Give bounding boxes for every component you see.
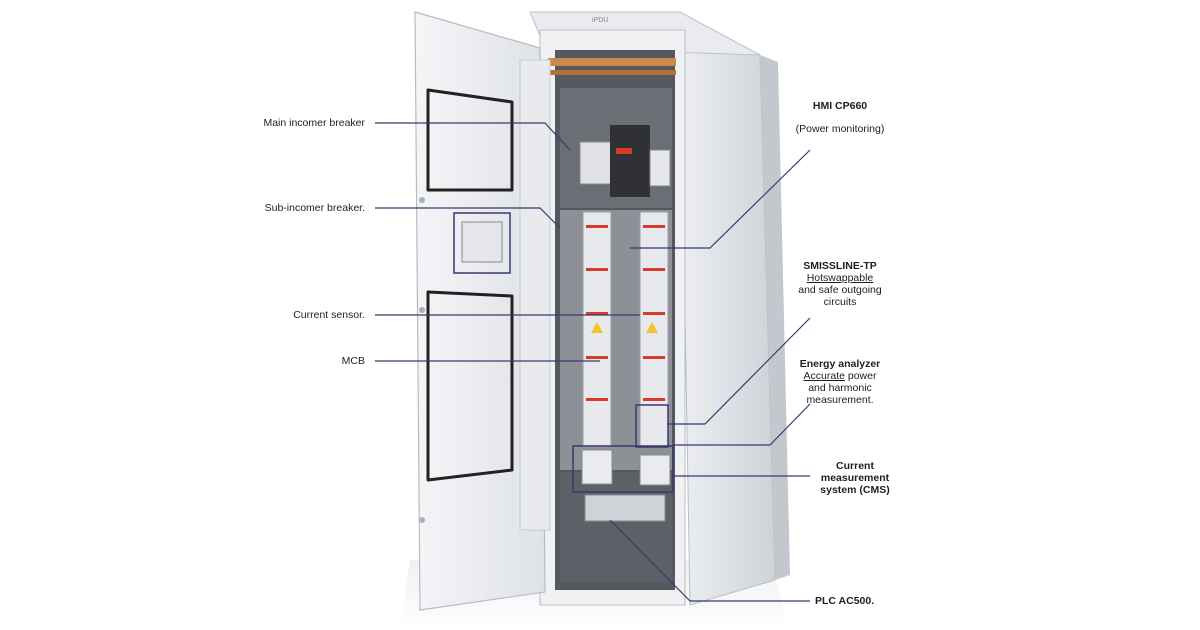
label-cms-line2: measurement	[820, 472, 890, 484]
top-components	[579, 125, 671, 197]
label-mcb: MCB	[341, 355, 365, 367]
bottom-components	[581, 449, 671, 522]
label-sub-incomer-breaker: Sub-incomer breaker.	[264, 202, 365, 214]
current-sensor-device	[453, 212, 511, 274]
label-cms-line3: system (CMS)	[820, 484, 890, 496]
highlight-boxes	[572, 404, 674, 493]
label-current-sensor: Current sensor.	[293, 309, 365, 321]
label-hmi-title: HMI CP660	[812, 100, 868, 112]
label-energy-title: Energy analyzer	[799, 358, 881, 370]
label-energy-power: power	[844, 370, 877, 382]
label-plc: PLC AC500.	[815, 595, 875, 607]
mcb-stack-left	[582, 211, 612, 448]
label-smissline-title: SMISSLINE-TP	[803, 260, 877, 272]
label-smissline-line2: and safe outgoing	[798, 284, 882, 296]
label-energy-accurate: Accurate	[803, 370, 845, 382]
label-energy-line2: Accurate power	[780, 370, 900, 383]
label-smissline-line3: circuits	[823, 296, 857, 308]
copper-busbar	[548, 58, 676, 75]
cabinet-side-panel	[679, 21, 790, 606]
brand-mark: iPDU	[592, 17, 609, 24]
label-cms-line1: Current	[836, 460, 874, 472]
cabinet-door	[414, 11, 551, 611]
mcb-stack-right	[639, 211, 669, 448]
label-main-incomer-breaker: Main incomer breaker	[263, 117, 365, 129]
leader-lines	[375, 122, 811, 602]
label-smissline-hotswappable: Hotswappable	[806, 272, 874, 284]
label-energy-line3: and harmonic	[808, 382, 872, 394]
label-energy-line4: measurement.	[806, 394, 874, 406]
label-hmi-desc: (Power monitoring)	[795, 123, 885, 135]
